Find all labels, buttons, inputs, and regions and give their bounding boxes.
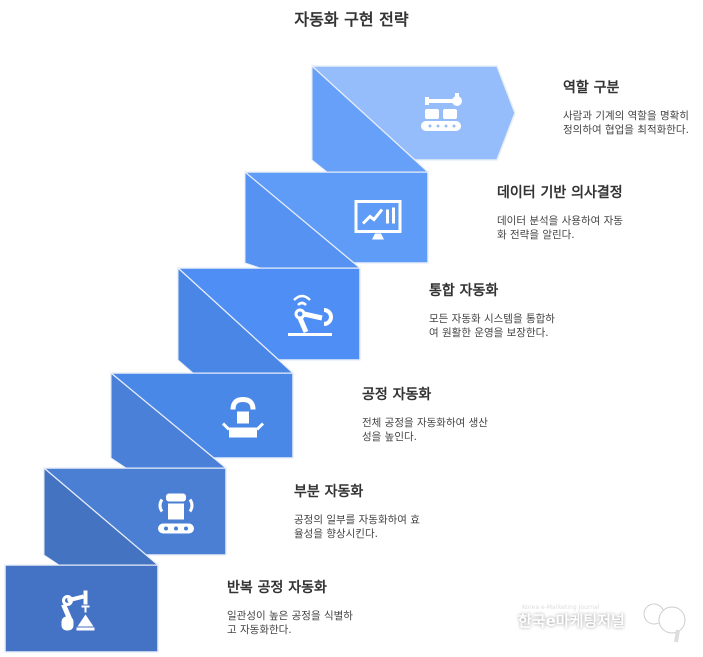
step-2-text: 부분 자동화 공정의 일부를 자동화하여 효율성을 향상시킨다. bbox=[294, 481, 434, 541]
step-4-text: 통합 자동화 모든 자동화 시스템을 통합하여 원활한 운영을 보장한다. bbox=[429, 280, 569, 340]
step-2-block bbox=[43, 466, 227, 566]
conveyor-robot-icon bbox=[158, 493, 194, 534]
step-3-text: 공정 자동화 전체 공정을 자동화하여 생산성을 높인다. bbox=[362, 384, 502, 444]
step-title: 역할 구분 bbox=[563, 80, 620, 96]
diagram-title: 자동화 구현 전략 bbox=[294, 10, 409, 29]
step-edge bbox=[43, 467, 159, 566]
step-desc: 사람과 기계의 역할을 명확히 정의하여 협업을 최적화한다. bbox=[563, 110, 689, 136]
step-5-text: 데이터 기반 의사결정 데이터 분석을 사용하여 자동화 전략을 알린다. bbox=[497, 182, 637, 242]
watermark-logo-icon bbox=[643, 603, 686, 643]
step-1-block bbox=[4, 564, 159, 653]
step-6-text: 역할 구분 사람과 기계의 역할을 명확히 정의하여 협업을 최적화한다. bbox=[563, 77, 703, 137]
step-title: 데이터 기반 의사결정 bbox=[497, 185, 623, 201]
step-face bbox=[4, 564, 159, 653]
step-title: 공정 자동화 bbox=[362, 387, 432, 403]
step-3-block bbox=[110, 371, 294, 469]
gripper-box-icon bbox=[221, 396, 265, 438]
step-1-text: 반복 공정 자동화 일관성이 높은 공정을 식별하고 자동화한다. bbox=[227, 577, 367, 637]
step-6-block bbox=[311, 64, 516, 173]
step-desc: 모든 자동화 시스템을 통합하여 원활한 운영을 보장한다. bbox=[429, 313, 555, 339]
step-edge bbox=[177, 267, 294, 374]
assembly-line-icon bbox=[421, 93, 462, 131]
step-4-block bbox=[177, 266, 361, 374]
step-desc: 데이터 분석을 사용하여 자동화 전략을 알린다. bbox=[497, 215, 623, 241]
step-title: 반복 공정 자동화 bbox=[227, 580, 327, 596]
step-title: 통합 자동화 bbox=[429, 283, 499, 299]
step-desc: 공정의 일부를 자동화하여 효율성을 향상시킨다. bbox=[294, 514, 420, 540]
step-title: 부분 자동화 bbox=[294, 484, 364, 500]
robot-arm-icon bbox=[61, 590, 95, 631]
watermark: 한국e마케팅저널 bbox=[518, 612, 625, 630]
step-edge bbox=[244, 171, 361, 269]
connected-robot-icon bbox=[288, 294, 333, 336]
step-5-block bbox=[244, 170, 429, 269]
step-edge bbox=[311, 65, 429, 173]
step-edge bbox=[110, 372, 227, 469]
step-desc: 전체 공정을 자동화하여 생산성을 높인다. bbox=[362, 417, 488, 443]
monitor-chart-icon bbox=[354, 200, 402, 240]
step-desc: 일관성이 높은 공정을 식별하고 자동화한다. bbox=[227, 610, 353, 636]
watermark-subtitle: Korea e-Marketing Journal bbox=[522, 604, 600, 611]
